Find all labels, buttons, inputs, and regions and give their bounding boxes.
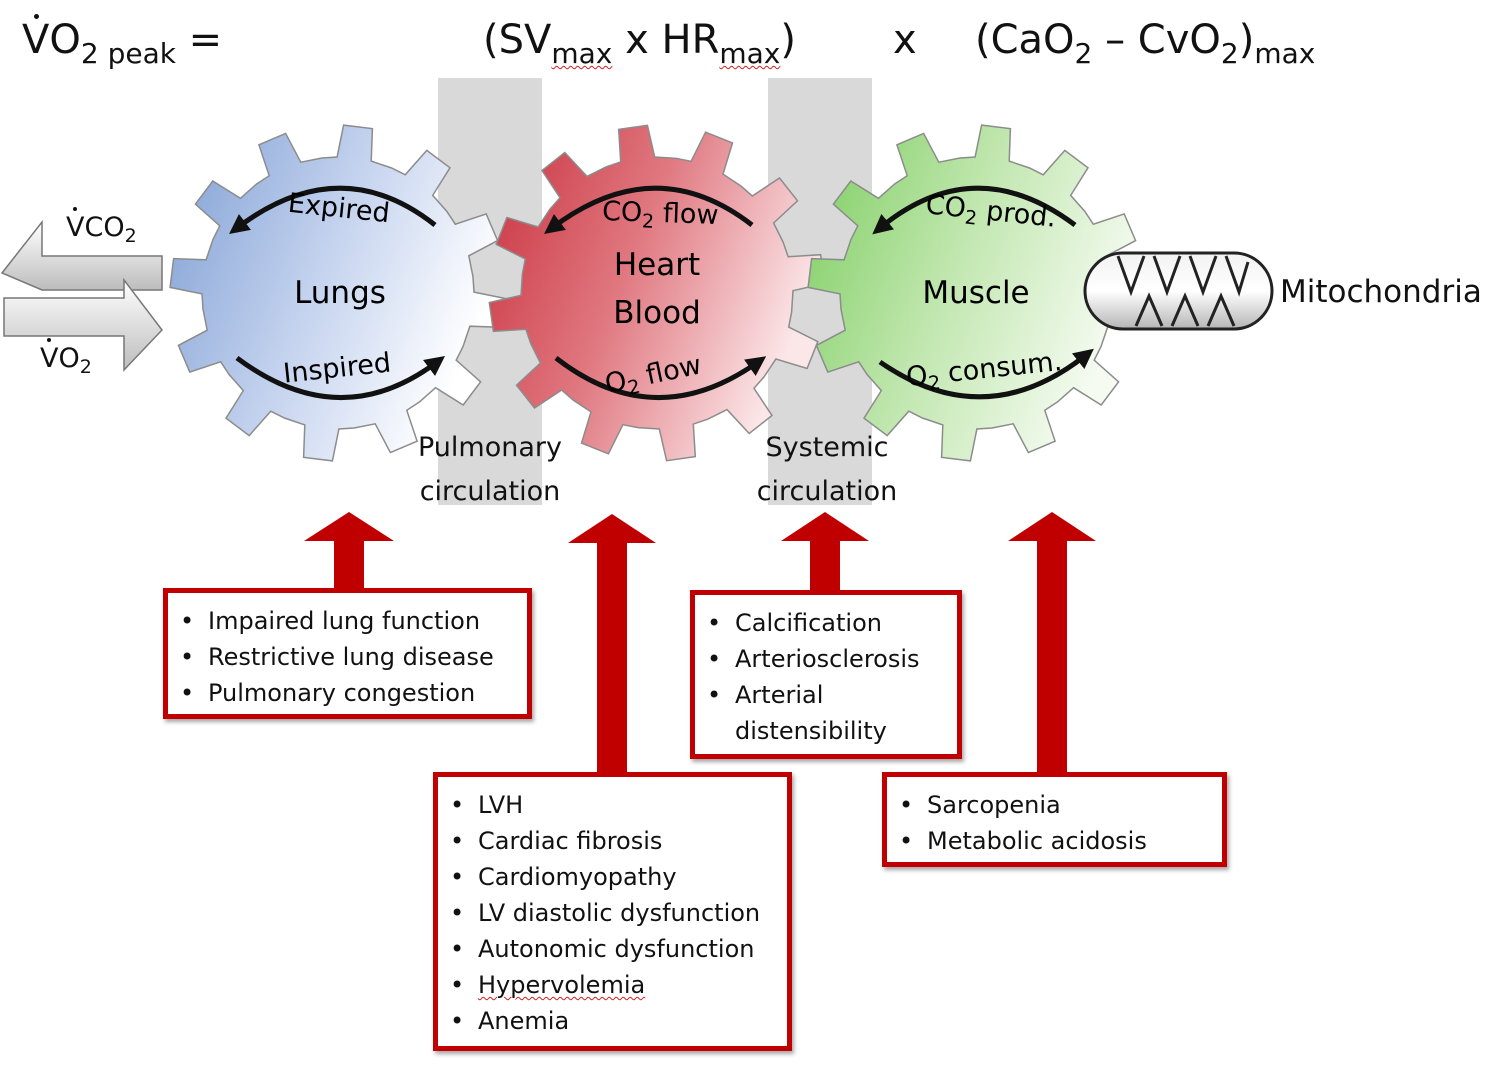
list-item: Cardiomyopathy (438, 859, 787, 895)
cao2-label: (CaO (975, 17, 1075, 63)
close-paren: ) (780, 17, 796, 63)
list-item: Cardiac fibrosis (438, 823, 787, 859)
muscle-pathology-list: Sarcopenia Metabolic acidosis (887, 787, 1222, 859)
lungs-gear (169, 124, 507, 462)
list-item: Anemia (438, 1003, 787, 1039)
list-item: Impaired lung function (168, 603, 527, 639)
pulmonary-line2: circulation (419, 476, 561, 507)
vascular-pathology-box: Calcification Arteriosclerosis Arterial … (690, 590, 962, 759)
systemic-line1: Systemic (765, 432, 889, 463)
vo2-uptake-subscript: 2 (79, 356, 92, 378)
vco2-out-arrow (0, 219, 163, 291)
heart-co2-arrow (544, 185, 754, 235)
cvo2-subscript: 2 (1220, 37, 1239, 70)
lungs-expired-arrow (229, 185, 437, 235)
lung-impact-arrow (304, 512, 394, 588)
list-item: Calcification (695, 605, 957, 641)
cvo2-label: – CvO (1105, 17, 1221, 63)
vo2-peak-subscript: 2 peak (80, 37, 176, 70)
vo2-peak-term: VO2 peak = (22, 14, 223, 68)
heart-label-line2: Blood (613, 295, 701, 331)
muscle-gear (807, 124, 1145, 462)
vascular-impact-arrow (781, 512, 869, 590)
list-item: Arteriosclerosis (695, 641, 957, 677)
list-item: Arterial (695, 677, 957, 713)
pulmonary-line1: Pulmonary (418, 432, 562, 463)
systemic-line2: circulation (756, 476, 898, 507)
heart-label-line1: Heart (614, 247, 700, 283)
vo2-label: VO2 (40, 338, 92, 377)
hr-max-subscript: max (719, 37, 781, 70)
muscle-pathology-box: Sarcopenia Metabolic acidosis (882, 772, 1227, 867)
systemic-circulation-label: Systemic circulation (742, 426, 912, 514)
cardiac-output-term: (SVmax x HRmax) (483, 17, 796, 68)
cao2-subscript: 2 (1074, 37, 1093, 70)
vascular-pathology-list: Calcification Arteriosclerosis Arterial … (695, 605, 957, 749)
muscle-o2-arrow (878, 348, 1094, 400)
lung-pathology-list: Impaired lung function Restrictive lung … (168, 603, 527, 711)
sv-label: (SV (483, 17, 552, 63)
list-item: Sarcopenia (887, 787, 1222, 823)
muscle-co2-arrow (872, 185, 1077, 235)
heart-impact-arrow (568, 514, 656, 772)
list-item: Restrictive lung disease (168, 639, 527, 675)
mitochondria-icon (1083, 251, 1274, 331)
list-item: LVH (438, 787, 787, 823)
mitochondria-label: Mitochondria (1280, 274, 1482, 310)
vo2-uptake-o: O (58, 343, 80, 374)
hr-label: HR (661, 17, 720, 63)
list-item: LV diastolic dysfunction (438, 895, 787, 931)
heart-co2-flow-label: CO2 flow (601, 196, 719, 235)
av-close-paren: ) (1238, 17, 1255, 63)
list-item: Metabolic acidosis (887, 823, 1222, 859)
av-max-subscript: max (1254, 37, 1316, 70)
av-difference-term: (CaO2 – CvO2)max (975, 17, 1315, 68)
heart-blood-gear (488, 124, 826, 462)
list-item-continuation: distensibility (735, 717, 887, 745)
outer-multiply-sign: x (893, 17, 917, 63)
vco2-label: VCO2 (66, 207, 137, 246)
lungs-label: Lungs (294, 275, 386, 311)
equals-sign: = (188, 17, 223, 63)
vco2-v-dot: V (66, 207, 85, 243)
multiply-sign: x (625, 17, 649, 63)
heart-pathology-list: LVH Cardiac fibrosis Cardiomyopathy LV d… (438, 787, 787, 1039)
vco2-co: CO (84, 212, 125, 243)
vo2-v-dot: V (22, 14, 50, 63)
list-item: Autonomic dysfunction (438, 931, 787, 967)
muscle-impact-arrow (1008, 512, 1096, 772)
list-item: Hypervolemia (438, 967, 787, 1003)
sv-max-subscript: max (551, 37, 613, 70)
muscle-label: Muscle (922, 275, 1029, 311)
list-item: Pulmonary congestion (168, 675, 527, 711)
pulmonary-circulation-label: Pulmonary circulation (405, 426, 575, 514)
vo2-uptake-v-dot: V (40, 338, 59, 374)
heart-pathology-box: LVH Cardiac fibrosis Cardiomyopathy LV d… (433, 772, 792, 1051)
vco2-subscript: 2 (124, 225, 137, 247)
lungs-inspired-arrow (235, 355, 445, 400)
vo2-o: O (49, 17, 81, 63)
vo2-in-arrow (3, 277, 163, 372)
lung-pathology-box: Impaired lung function Restrictive lung … (163, 588, 532, 719)
heart-o2-arrow (554, 356, 767, 400)
